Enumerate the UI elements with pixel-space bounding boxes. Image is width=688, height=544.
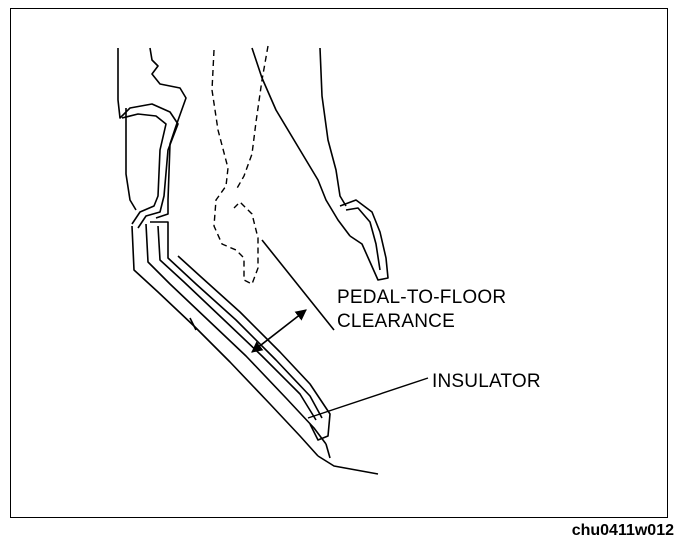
figure-code: chu0411w012 (571, 522, 674, 539)
clearance-dimension (251, 239, 335, 353)
floor-panel (131, 221, 379, 475)
clearance-extension-line (261, 239, 335, 331)
firewall-panel (117, 47, 187, 229)
clearance-arrow (251, 309, 307, 353)
pedal-to-floor-label: PEDAL-TO-FLOOR (337, 287, 507, 308)
insulator-leader-line (307, 377, 429, 419)
insulator-label: INSULATOR (432, 371, 541, 392)
brake-pedal (251, 47, 389, 281)
figure-frame (10, 8, 668, 518)
clearance-label: CLEARANCE (337, 311, 455, 332)
shoe-outline (211, 45, 269, 285)
